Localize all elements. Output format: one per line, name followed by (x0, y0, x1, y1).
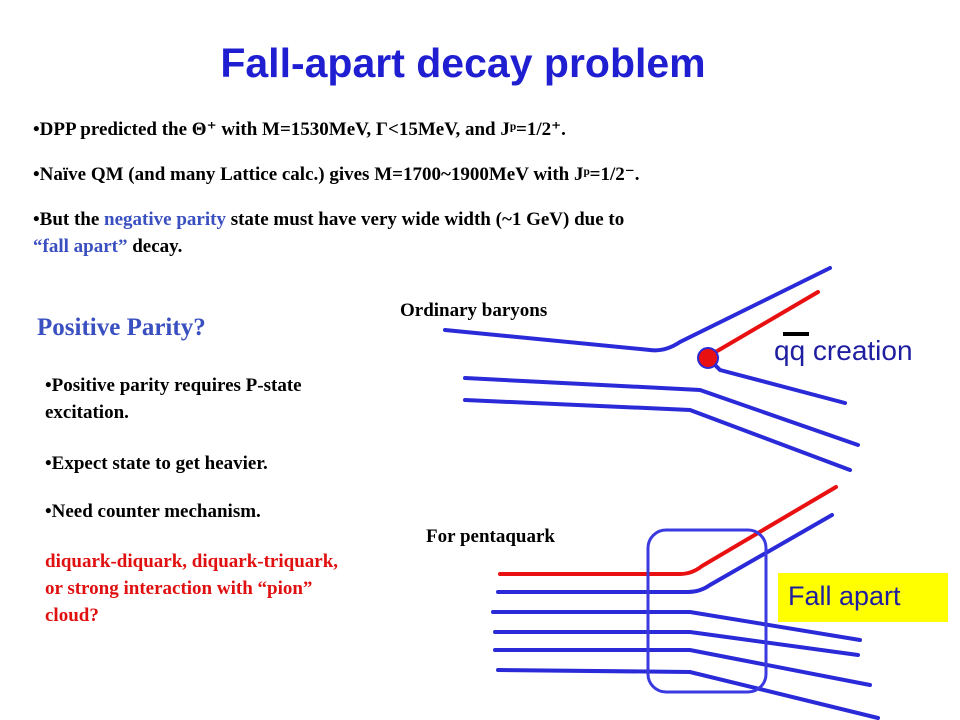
positive-item-counter: •Need counter mechanism. (45, 501, 261, 522)
red-mechanism-note: diquark-diquark, diquark-triquark, or st… (45, 551, 339, 626)
bullet-naive-qm: •Naïve QM (and many Lattice calc.) gives… (33, 164, 640, 185)
ordinary-quark-line-3 (463, 398, 852, 472)
qq-vertex-dot (697, 347, 719, 369)
bullet-negative-parity-post: state must have very wide width (~1 GeV)… (225, 209, 625, 230)
positive-item-p-state: •Positive parity requires P-state excita… (45, 375, 302, 423)
bullet-negative-parity-pre: •But the (33, 209, 105, 230)
fall-apart-box: Fall apart (778, 573, 948, 622)
bullet-decay-text: decay. (127, 236, 183, 257)
ordinary-baryons-label: Ordinary baryons (400, 300, 548, 321)
negative-parity-highlight: negative parity (104, 209, 226, 230)
antiquark-overbar (783, 332, 809, 336)
ordinary-quark-line-1 (443, 266, 832, 353)
bullet-negative-parity: •But the negative parity state must have… (33, 206, 913, 260)
pentaquark-box (646, 528, 768, 694)
pentaquark-label: For pentaquark (426, 526, 555, 547)
ordinary-quark-line-2 (463, 376, 860, 447)
pentaquark-quark-line-5 (496, 668, 880, 720)
pentaquark-quark-line-3 (493, 630, 860, 657)
bullet-dpp-prediction: •DPP predicted the Θ⁺ with M=1530MeV, Γ<… (33, 119, 566, 140)
pentaquark-red-line (498, 485, 838, 576)
fall-apart-label: Fall apart (788, 581, 901, 611)
positive-parity-heading: Positive Parity? (37, 314, 206, 341)
page-title: Fall-apart decay problem (220, 40, 706, 86)
pentaquark-quark-line-2 (491, 610, 862, 642)
fall-apart-highlight: “fall apart” (33, 236, 128, 257)
pentaquark-quark-line-1 (496, 513, 834, 594)
positive-item-heavier: •Expect state to get heavier. (45, 453, 268, 474)
qq-creation-label: qq creation (774, 335, 913, 366)
ordinary-red-line (705, 290, 820, 359)
pentaquark-quark-line-4 (493, 648, 872, 687)
